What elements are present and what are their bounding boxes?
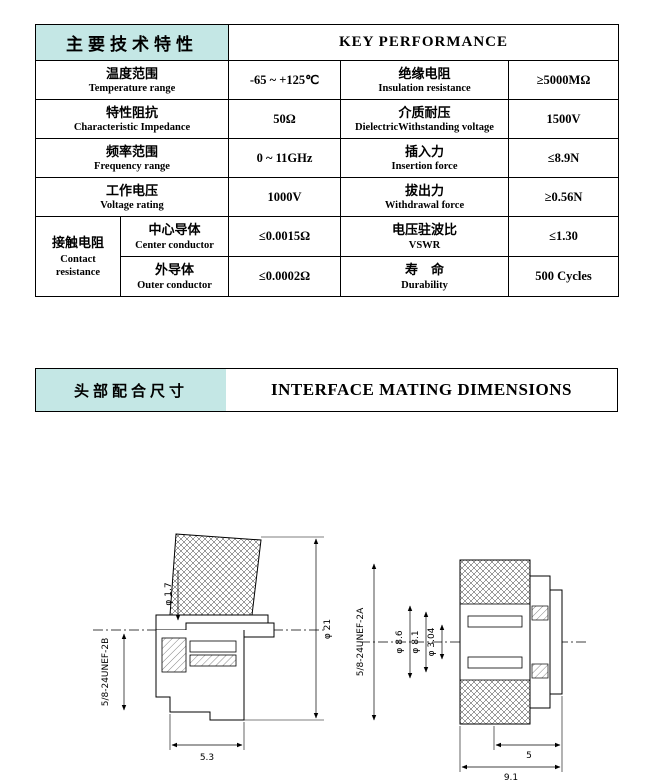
param-label-en: Durability [401, 279, 448, 291]
param-label-cn: 温度范围 [105, 65, 158, 81]
spec-table-header-row: 主要技术特性 KEY PERFORMANCE [35, 24, 619, 61]
outer-conductor-hatch [161, 637, 187, 673]
section-banner: 头部配合尺寸 INTERFACE MATING DIMENSIONS [35, 368, 618, 412]
param-label-en: Voltage rating [100, 200, 164, 212]
param-value: ≥0.56N [508, 177, 619, 217]
contact-slot-bottom [467, 656, 523, 669]
spec-row-frequency: 频率范围 Frequency range 0 ~ 11GHz 插入力 Inser… [35, 138, 619, 178]
param-value: 1500V [508, 99, 619, 139]
param-label-cn: 电压驻波比 [391, 222, 457, 238]
param-label-cn: 绝缘电阻 [398, 65, 451, 81]
contact-slot-top [467, 615, 523, 628]
right-connector-drawing: 5/8-24UNEF-2A φ 8.6 φ 8.1 φ 3.04 5 9.1 [356, 559, 588, 782]
param-label-cn: 中心导体 [148, 222, 201, 238]
spec-table-title-en: KEY PERFORMANCE [228, 24, 619, 61]
thread-label: 5/8-24UNEF-2B [101, 638, 111, 707]
param-value: ≤1.30 [508, 216, 619, 257]
dim-label-d3: φ 3.04 [427, 627, 437, 656]
spec-row-impedance: 特性阻抗 Characteristic Impedance 50Ω 介质耐压 D… [35, 99, 619, 139]
param-label-cn: 频率范围 [105, 143, 158, 159]
param-label-en: Center conductor [135, 239, 214, 251]
spec-table: 主要技术特性 KEY PERFORMANCE 温度范围 Temperature … [35, 24, 619, 297]
param-cell: 外导体 Outer conductor [120, 256, 229, 297]
param-cell: 中心导体 Center conductor [120, 216, 229, 257]
param-label-cn: 拔出力 [404, 182, 444, 198]
dim-label-outer-diameter: φ 21 [323, 619, 333, 639]
param-label-cn: 寿 命 [404, 262, 444, 278]
param-label-en: VSWR [408, 239, 441, 251]
param-label-cn: 工作电压 [105, 182, 158, 198]
param-value: ≤0.0015Ω [228, 216, 341, 257]
param-cell: 频率范围 Frequency range [35, 138, 229, 178]
param-value: 50Ω [228, 99, 341, 139]
param-label-en: Insulation resistance [378, 83, 471, 95]
param-value: ≤8.9N [508, 138, 619, 178]
param-label-en: Outer conductor [137, 279, 212, 291]
param-label-en: Frequency range [94, 161, 170, 173]
param-label-en: DielectricWithstanding voltage [355, 122, 494, 134]
spec-row-contact-center: 接触电阻 Contact resistance 中心导体 Center cond… [35, 216, 619, 297]
dim-label-len-overall: 9.1 [504, 773, 518, 782]
insulator-hatch [189, 654, 237, 667]
spec-table-title-cn: 主要技术特性 [35, 24, 229, 61]
param-cell: 拔出力 Withdrawal force [340, 177, 509, 217]
left-connector-drawing: φ 1.7 5/8-24UNEF-2B φ 21 5.3 [93, 533, 333, 763]
param-value: ≤0.0002Ω [228, 256, 341, 297]
body-hatch-top [459, 559, 531, 605]
section-banner-title-cn: 头部配合尺寸 [36, 369, 226, 411]
dim-label-d2: φ 8.1 [411, 630, 421, 653]
section-banner-title-en: INTERFACE MATING DIMENSIONS [271, 380, 572, 399]
contact-resistance-cell: 接触电阻 Contact resistance [35, 216, 121, 297]
param-cell: 寿 命 Durability [340, 256, 509, 297]
param-label-cn: 外导体 [154, 262, 194, 278]
insulator-section [189, 640, 237, 653]
param-label-en: Withdrawal force [384, 200, 465, 212]
param-value: 1000V [228, 177, 341, 217]
param-cell: 特性阻抗 Characteristic Impedance [35, 99, 229, 139]
param-label-en: Insertion force [391, 161, 458, 173]
spec-row-contact-outer: 外导体 Outer conductor ≤0.0002Ω 寿 命 Durabil… [36, 256, 619, 297]
step-hatch-bottom [531, 663, 549, 679]
param-cell: 电压驻波比 VSWR [340, 216, 509, 257]
param-cell: 插入力 Insertion force [340, 138, 509, 178]
param-cell: 温度范围 Temperature range [35, 60, 229, 100]
spec-row-voltage: 工作电压 Voltage rating 1000V 拔出力 Withdrawal… [35, 177, 619, 217]
param-label-en: Contact [60, 253, 96, 265]
param-value: -65 ~ +125℃ [228, 60, 341, 100]
dim-label-length: 5.3 [200, 753, 214, 763]
param-label-cn: 特性阻抗 [105, 104, 158, 120]
body-step-section [529, 575, 551, 709]
step-hatch-top [531, 605, 549, 621]
mount-plate-section [549, 589, 563, 695]
param-label-en: Characteristic Impedance [73, 122, 191, 134]
param-cell: 绝缘电阻 Insulation resistance [340, 60, 509, 100]
body-hatch-bottom [459, 679, 531, 725]
dim-label-d1: φ 8.6 [395, 630, 405, 653]
param-cell: 介质耐压 DielectricWithstanding voltage [340, 99, 509, 139]
param-value: 500 Cycles [508, 256, 619, 297]
param-label-en: Temperature range [88, 83, 176, 95]
param-label-cn: 接触电阻 [51, 235, 104, 251]
param-value: ≥5000MΩ [508, 60, 619, 100]
param-label-cn: 介质耐压 [398, 104, 451, 120]
param-value: 0 ~ 11GHz [228, 138, 341, 178]
spec-row-temperature: 温度范围 Temperature range -65 ~ +125℃ 绝缘电阻 … [35, 60, 619, 100]
dim-label-pin-diameter: φ 1.7 [164, 582, 174, 605]
param-label-en: resistance [55, 266, 101, 278]
param-label-cn: 插入力 [404, 143, 444, 159]
param-cell: 工作电压 Voltage rating [35, 177, 229, 217]
dim-label-len-inner: 5 [526, 751, 532, 761]
knurled-nut-section [169, 533, 262, 616]
thread-label: 5/8-24UNEF-2A [356, 607, 366, 676]
